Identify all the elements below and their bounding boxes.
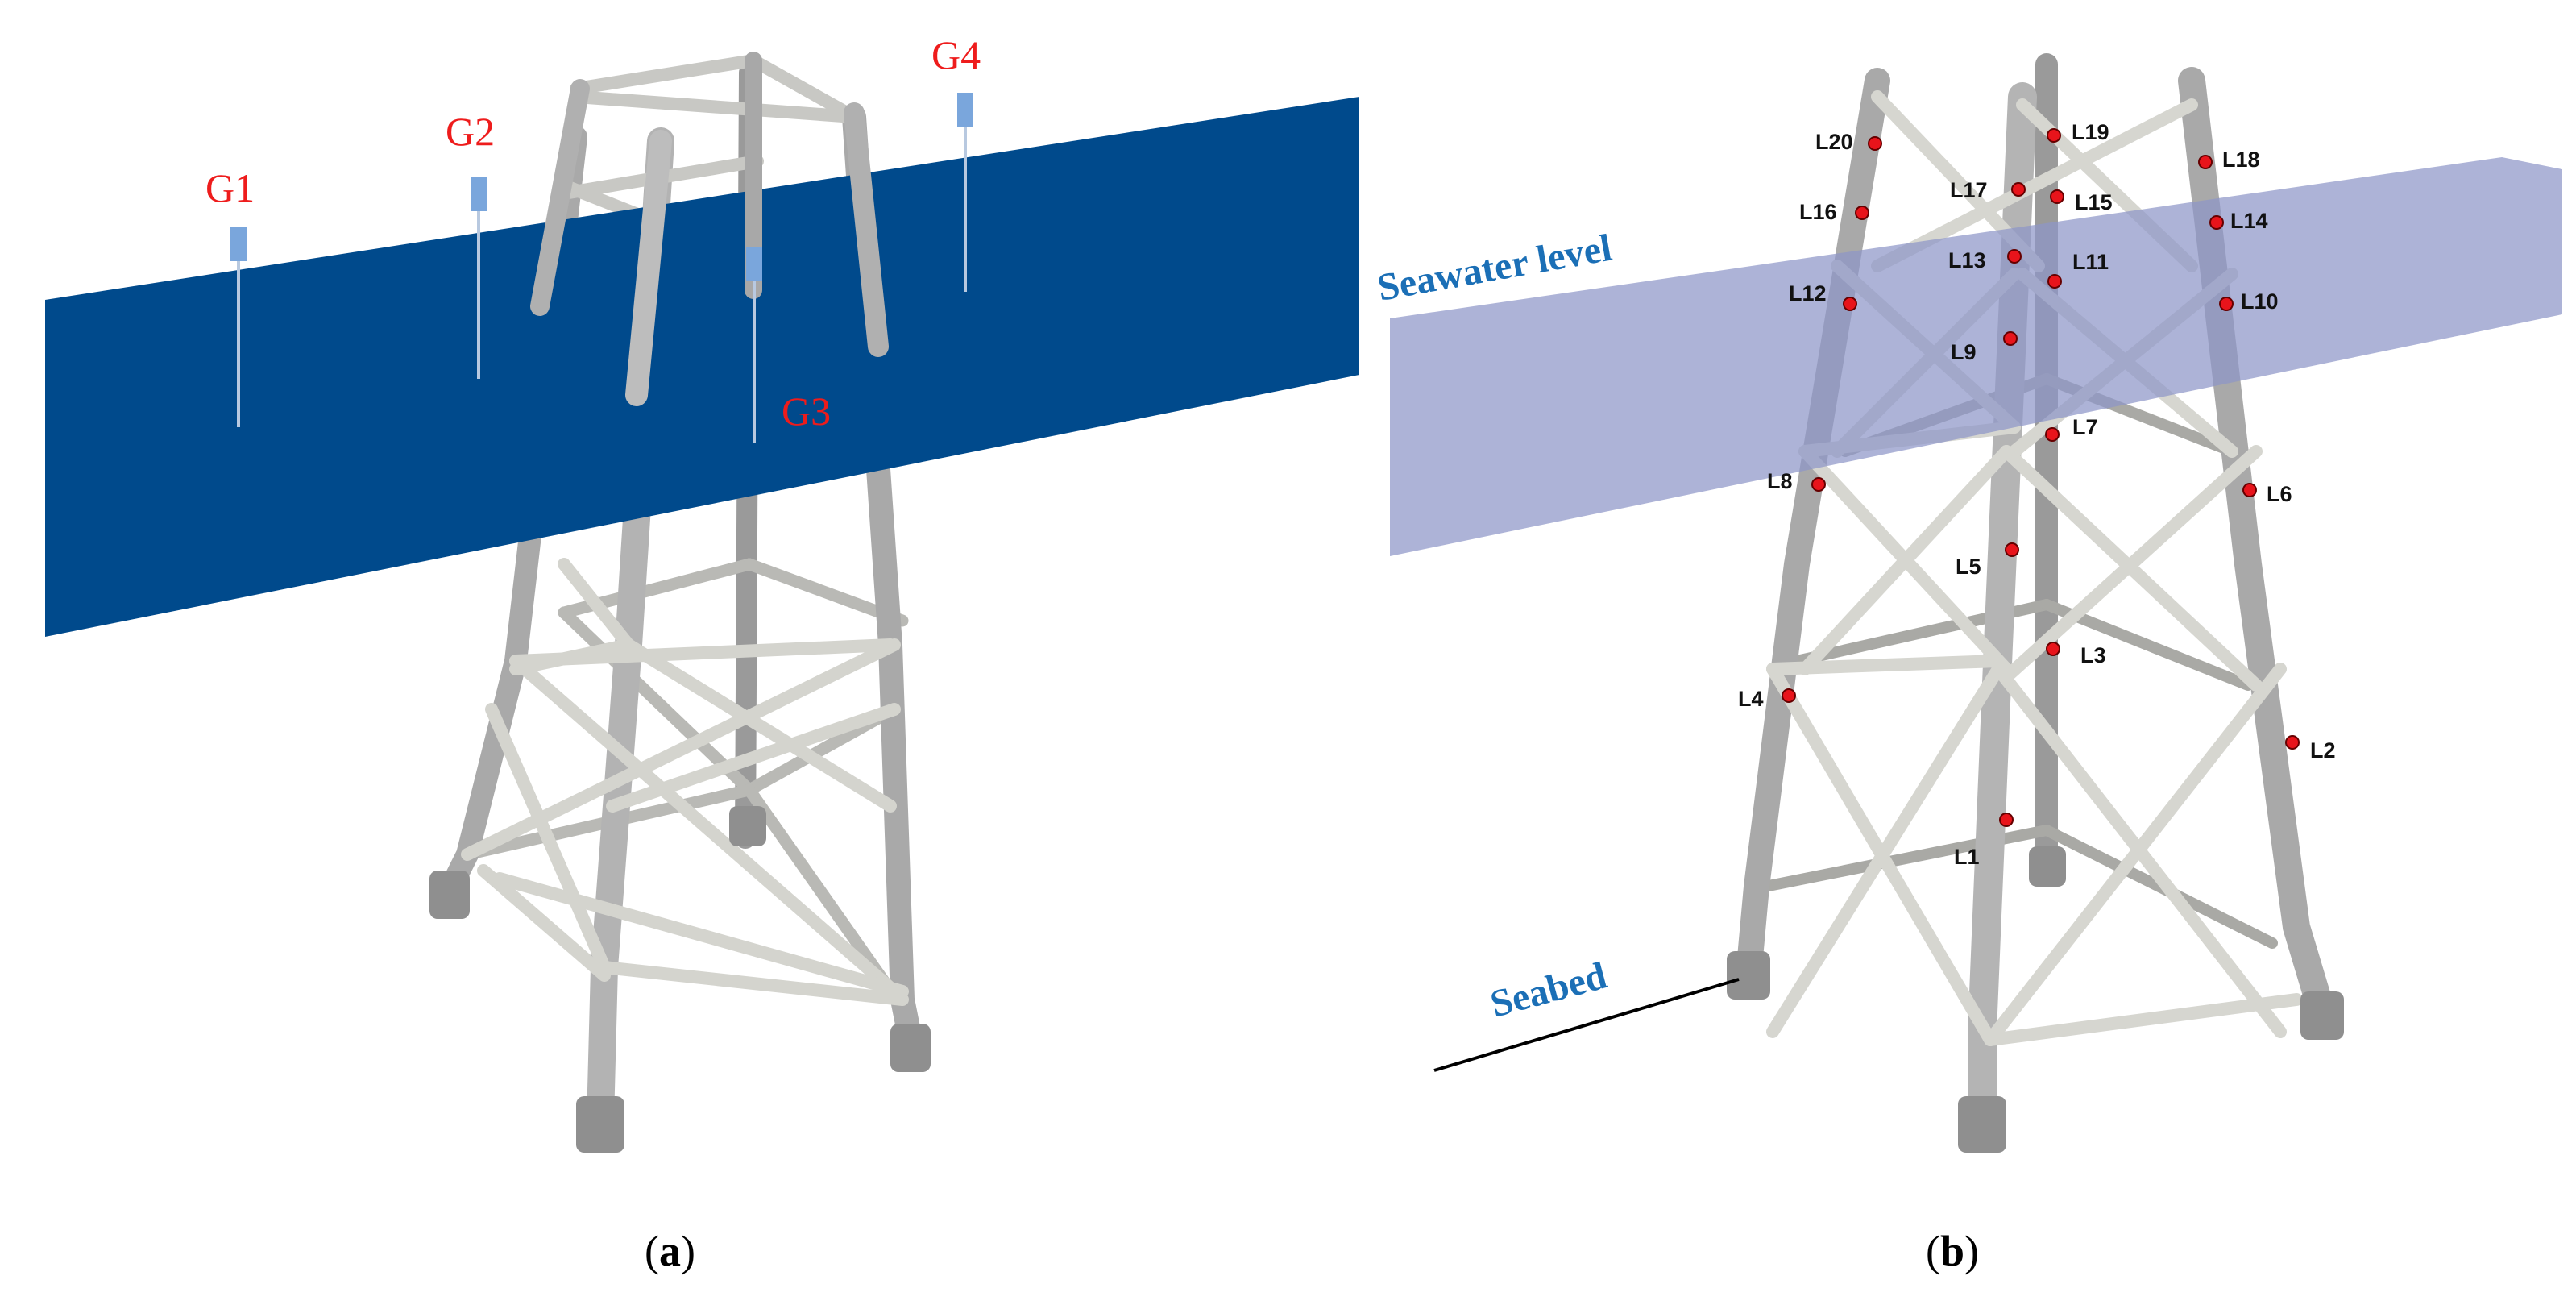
svg-text:L7: L7: [2072, 415, 2098, 439]
point-l7: L7: [2045, 415, 2098, 442]
point-l5: L5: [1956, 542, 2019, 579]
point-l19: L19: [2047, 120, 2109, 144]
wave-gauge-g2: G2: [446, 109, 495, 379]
svg-text:L15: L15: [2075, 190, 2113, 214]
svg-text:L1: L1: [1954, 845, 1980, 869]
svg-text:L19: L19: [2072, 120, 2109, 144]
point-l3: L3: [2046, 642, 2106, 667]
point-l11: L11: [2047, 250, 2109, 289]
point-l13: L13: [1948, 248, 2022, 272]
point-l16: L16: [1799, 200, 1869, 224]
seawater-plane-b: [1390, 157, 2562, 556]
svg-text:L2: L2: [2310, 738, 2336, 763]
seabed-annotation: Seabed: [1433, 954, 1740, 1072]
point-l6: L6: [2242, 482, 2292, 506]
point-l17: L17: [1950, 178, 2026, 202]
point-l15: L15: [2050, 189, 2113, 214]
gauge-label-g3: G3: [782, 389, 831, 434]
svg-text:L14: L14: [2230, 209, 2268, 233]
caption-b: (b): [1926, 1227, 1979, 1275]
point-l4: L4: [1738, 687, 1796, 711]
point-l1: L1: [1954, 813, 2014, 869]
svg-text:L12: L12: [1789, 281, 1827, 305]
svg-text:L20: L20: [1815, 130, 1853, 154]
jacket-feet: [429, 806, 931, 1153]
point-l18: L18: [2198, 148, 2260, 172]
svg-text:L6: L6: [2267, 482, 2292, 506]
wave-gauge-g4: G4: [931, 32, 981, 292]
jacket-braces-front: [461, 558, 909, 1006]
svg-text:L8: L8: [1767, 469, 1793, 493]
panel-b: Seawater level Seabed L1 L2 L3 L4 L5 L6 …: [1375, 53, 2562, 1275]
seabed-label: Seabed: [1486, 954, 1612, 1025]
svg-text:L13: L13: [1948, 248, 1986, 272]
svg-text:L18: L18: [2222, 148, 2260, 172]
wave-gauges: G1 G2 G3 G4: [205, 32, 981, 443]
point-l2: L2: [2285, 735, 2336, 763]
water-domain-a: [45, 97, 1359, 637]
svg-text:L4: L4: [1738, 687, 1764, 711]
gauge-label-g2: G2: [446, 109, 495, 154]
svg-text:L5: L5: [1956, 555, 1981, 579]
point-l10: L10: [2219, 289, 2279, 314]
panel-a: G1 G2 G3 G4 (a): [45, 32, 1359, 1275]
svg-text:L3: L3: [2080, 643, 2106, 667]
point-l20: L20: [1815, 130, 1882, 154]
point-l8: L8: [1767, 469, 1826, 493]
point-l9: L9: [1951, 331, 2018, 364]
svg-text:L17: L17: [1950, 178, 1988, 202]
point-l14: L14: [2209, 209, 2268, 233]
caption-a: (a): [645, 1227, 695, 1275]
gauge-label-g4: G4: [931, 32, 981, 77]
point-l12: L12: [1789, 281, 1857, 311]
wave-gauge-g1: G1: [205, 165, 255, 427]
gauge-label-g1: G1: [205, 165, 255, 210]
svg-text:L9: L9: [1951, 340, 1977, 364]
wave-gauge-g3: G3: [746, 247, 831, 443]
svg-text:L16: L16: [1799, 200, 1837, 224]
svg-text:L10: L10: [2241, 289, 2279, 314]
measurement-points: L1 L2 L3 L4 L5 L6 L7 L8 L9 L10 L11 L12 L…: [1738, 120, 2336, 869]
svg-text:L11: L11: [2072, 250, 2109, 274]
